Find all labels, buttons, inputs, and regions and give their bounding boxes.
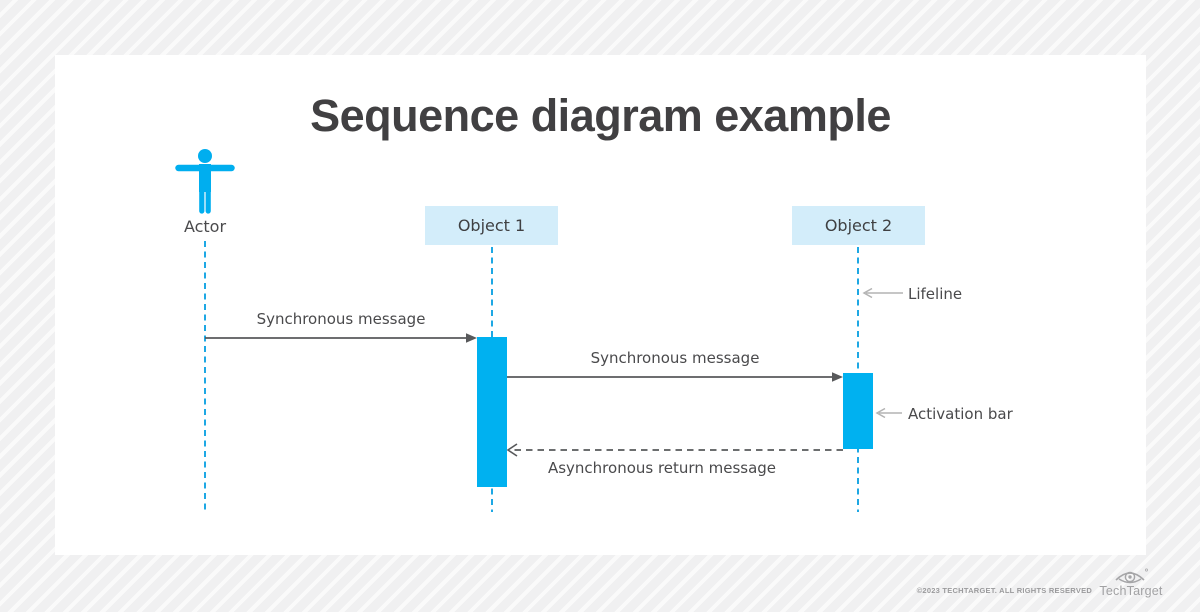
object1-activation-bar: [477, 337, 507, 487]
object2-label: Object 2: [824, 216, 893, 235]
sync-message-1-arrow: [205, 333, 477, 343]
techtarget-wordmark: TechTarget: [1099, 584, 1163, 598]
techtarget-eye-icon: [1115, 568, 1148, 584]
lifeline-annotation-label: Lifeline: [908, 285, 963, 303]
object2-activation-bar: [843, 373, 873, 449]
page-title: Sequence diagram example: [310, 90, 891, 141]
object2-box: Object 2: [792, 206, 925, 245]
sync-message-1-label: Synchronous message: [256, 310, 426, 328]
content-panel: [55, 55, 1146, 555]
sync-message-2-label: Synchronous message: [590, 349, 760, 367]
activation-bar-pointer-arrow: [875, 407, 902, 419]
techtarget-logo: TechTarget: [1097, 568, 1165, 598]
async-return-message-arrow: [506, 443, 843, 457]
copyright-text: ©2023 TECHTARGET. ALL RIGHTS RESERVED: [916, 586, 1092, 595]
async-return-message-label: Asynchronous return message: [547, 459, 777, 477]
lifeline-pointer-arrow: [862, 287, 903, 299]
object1-box: Object 1: [425, 206, 558, 245]
sync-message-2-arrow: [507, 372, 843, 382]
actor-label: Actor: [183, 217, 227, 236]
actor-icon: [175, 149, 235, 214]
object1-label: Object 1: [457, 216, 526, 235]
activation-bar-annotation-label: Activation bar: [908, 405, 1013, 423]
